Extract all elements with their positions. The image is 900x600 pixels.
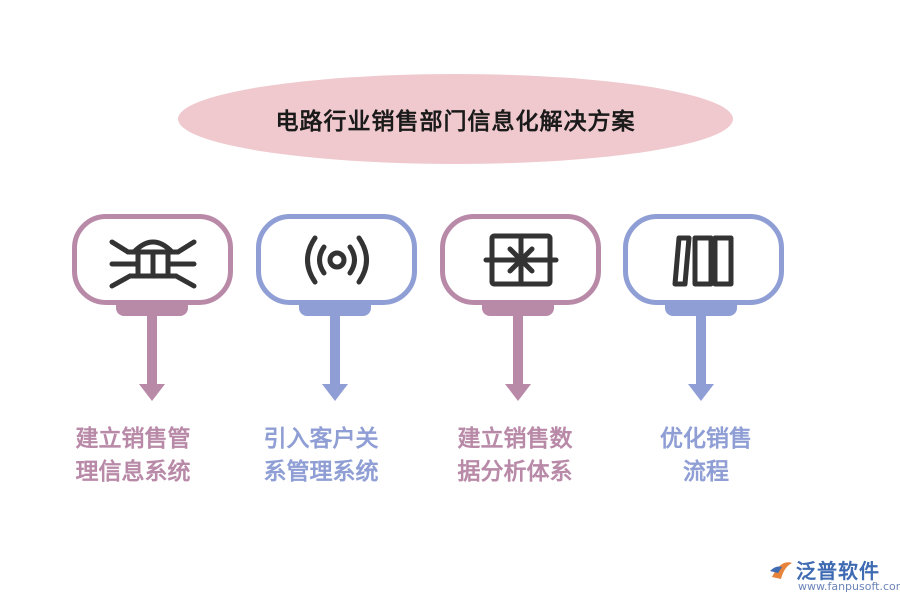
- step-1-stand: [116, 305, 188, 316]
- gift-box-icon: [483, 233, 558, 286]
- broadcast-icon: [304, 235, 369, 284]
- step-3-caption: 建立销售数 据分析体系: [420, 423, 610, 489]
- step-4-caption: 优化销售 流程: [611, 423, 801, 489]
- step-1-caption-line1: 建立销售管: [75, 426, 191, 452]
- step-1-caption: 建立销售管 理信息系统: [38, 423, 228, 489]
- step-1-arrow: [147, 316, 157, 384]
- step-3-caption-line2: 据分析体系: [457, 459, 573, 485]
- step-2-card: [256, 214, 417, 305]
- step-2-stand: [299, 305, 371, 316]
- step-3-caption-line1: 建立销售数: [457, 426, 573, 452]
- bug-icon: [109, 239, 196, 288]
- step-2-caption-line2: 系管理系统: [263, 459, 379, 485]
- step-4-arrow: [696, 316, 706, 384]
- step-3-stand: [482, 305, 554, 316]
- step-1-caption-line2: 理信息系统: [75, 459, 191, 485]
- fanpu-logo-icon: [770, 562, 792, 579]
- step-3-arrowhead: [505, 384, 531, 401]
- step-4-caption-line2: 流程: [683, 459, 729, 485]
- step-4-arrowhead: [688, 384, 714, 401]
- step-4-stand: [665, 305, 737, 316]
- step-2-caption-line1: 引入客户关: [263, 426, 379, 452]
- step-1-card: [72, 214, 233, 305]
- step-3-card: [440, 214, 601, 305]
- step-3-arrow: [513, 316, 523, 384]
- step-4-caption-line1: 优化销售: [660, 426, 752, 452]
- columns-icon: [672, 235, 733, 286]
- step-2-caption: 引入客户关 系管理系统: [226, 423, 416, 489]
- step-2-arrow: [330, 316, 340, 384]
- title-banner: 电路行业销售部门信息化解决方案: [178, 74, 733, 164]
- fanpu-logo: 泛普软件 www.fanpusoft.com: [768, 555, 900, 597]
- step-1-arrowhead: [139, 384, 165, 401]
- diagram-title: 电路行业销售部门信息化解决方案: [275, 109, 636, 135]
- logo-name: 泛普软件: [796, 559, 880, 583]
- logo-url: www.fanpusoft.com: [798, 580, 900, 593]
- step-2-arrowhead: [322, 384, 348, 401]
- step-4-card: [623, 214, 784, 305]
